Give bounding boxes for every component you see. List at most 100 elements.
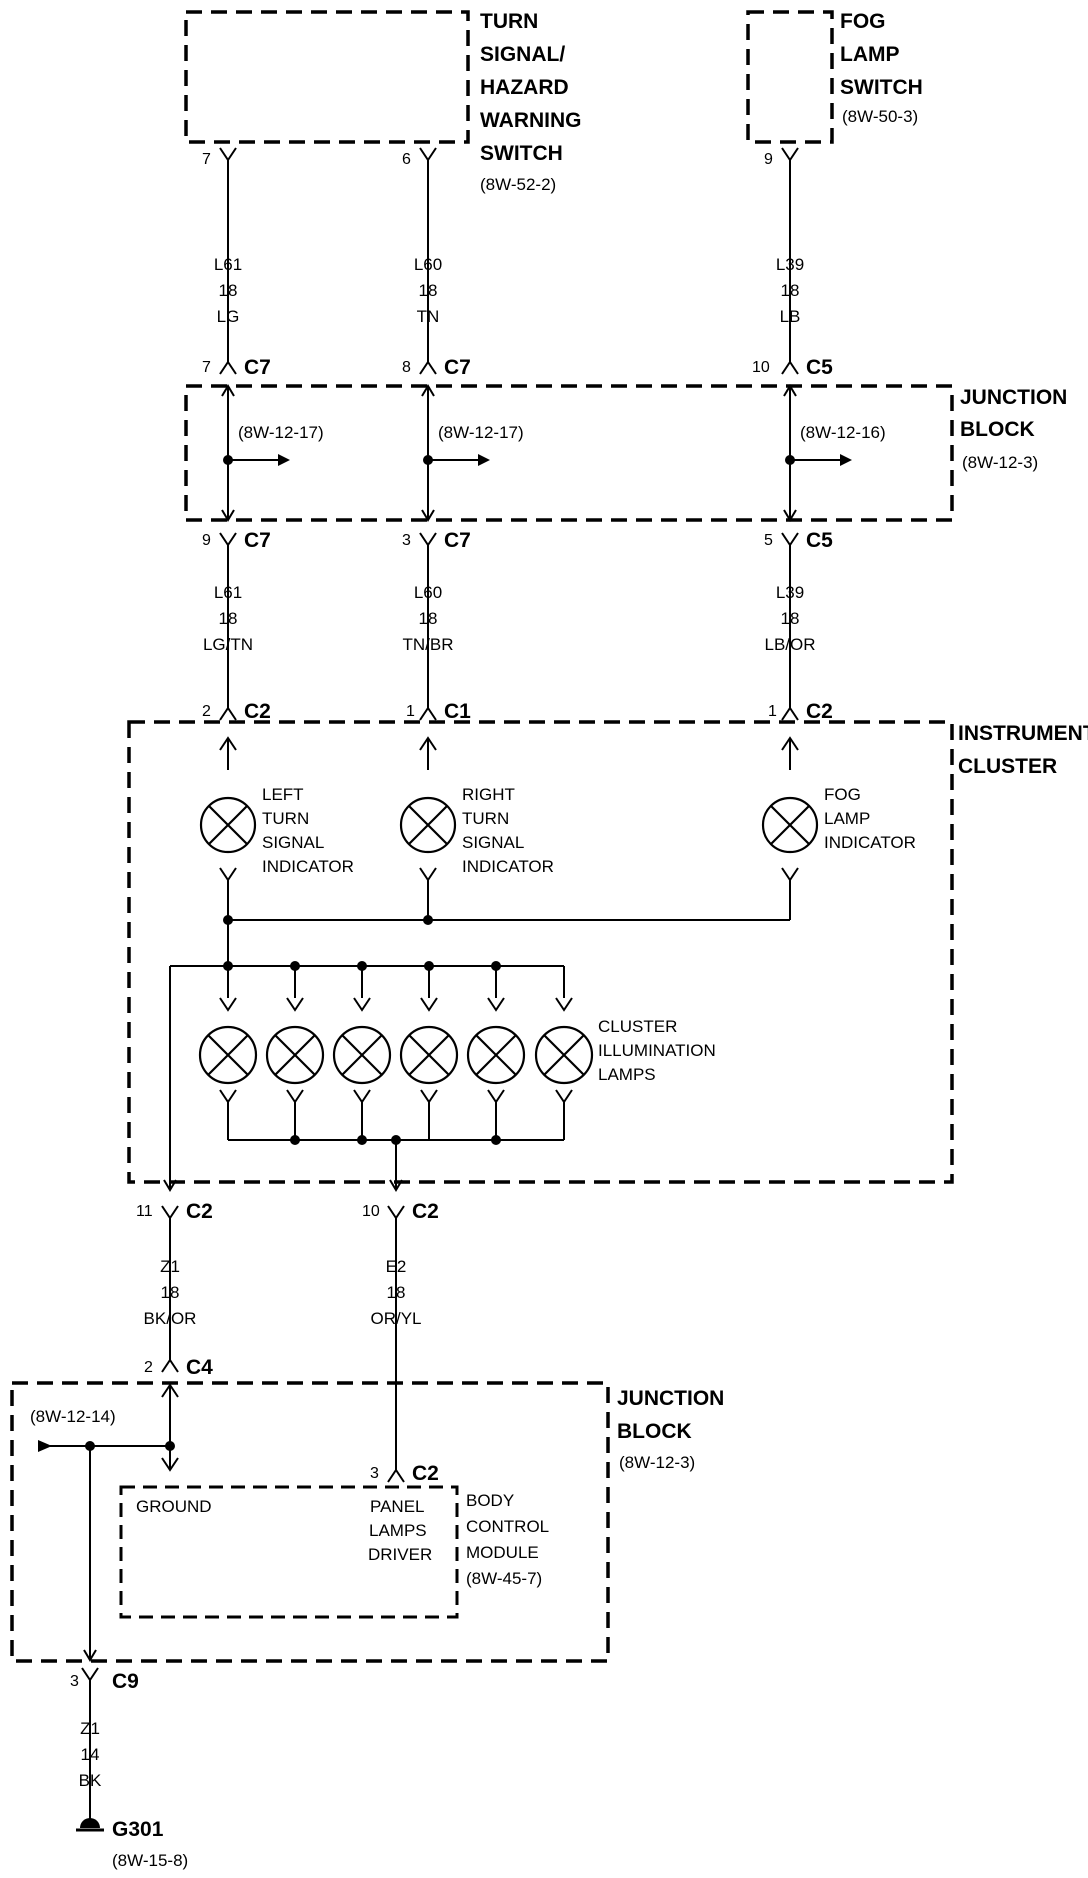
svg-text:18: 18	[387, 1283, 406, 1302]
svg-text:L39: L39	[776, 583, 804, 602]
svg-text:3: 3	[402, 532, 411, 549]
svg-text:3: 3	[70, 1673, 79, 1690]
connector-labels: 7 6 9 7 C7 8 C7 10 C5 9 C7 3 C7 5 C5 2 C…	[70, 151, 833, 1693]
svg-text:Z1: Z1	[80, 1719, 100, 1738]
svg-text:SIGNAL: SIGNAL	[262, 833, 324, 852]
svg-text:LG/TN: LG/TN	[203, 635, 253, 654]
illumination-lamp-1	[198, 1025, 258, 1085]
svg-text:INDICATOR: INDICATOR	[824, 833, 916, 852]
svg-text:PANEL: PANEL	[370, 1497, 425, 1516]
svg-text:RIGHT: RIGHT	[462, 785, 515, 804]
svg-text:SWITCH: SWITCH	[840, 76, 923, 99]
svg-text:1: 1	[406, 703, 415, 720]
svg-text:CLUSTER: CLUSTER	[598, 1017, 677, 1036]
svg-text:C7: C7	[244, 529, 271, 552]
svg-text:C7: C7	[444, 529, 471, 552]
svg-text:WARNING: WARNING	[480, 109, 582, 132]
svg-text:18: 18	[419, 281, 438, 300]
left-turn-indicator-label: LEFT TURN SIGNAL INDICATOR	[262, 785, 354, 876]
body-control-module-box	[119, 1485, 459, 1619]
svg-text:BLOCK: BLOCK	[617, 1420, 692, 1443]
svg-text:BLOCK: BLOCK	[960, 418, 1035, 441]
svg-text:(8W-52-2): (8W-52-2)	[480, 175, 556, 194]
ground-g301: G301 (8W-15-8)	[76, 1818, 188, 1870]
svg-text:INDICATOR: INDICATOR	[262, 857, 354, 876]
flow-arrows	[38, 384, 852, 1662]
svg-text:2: 2	[202, 703, 211, 720]
svg-text:(8W-12-3): (8W-12-3)	[619, 1453, 695, 1472]
svg-text:DRIVER: DRIVER	[368, 1545, 432, 1564]
svg-text:G301: G301	[112, 1818, 164, 1841]
svg-text:L61: L61	[214, 583, 242, 602]
turn-signal-switch-label: TURN SIGNAL/ HAZARD WARNING SWITCH (8W-5…	[480, 10, 582, 194]
svg-text:LB: LB	[780, 307, 801, 326]
junction-block-top-label: JUNCTION BLOCK (8W-12-3)	[960, 386, 1067, 472]
svg-text:(8W-12-14): (8W-12-14)	[30, 1407, 116, 1426]
svg-text:INDICATOR: INDICATOR	[462, 857, 554, 876]
fog-lamp-indicator-lamp	[761, 796, 819, 854]
svg-text:CONTROL: CONTROL	[466, 1517, 549, 1536]
svg-text:C2: C2	[806, 700, 833, 723]
splice-dots	[85, 455, 795, 1451]
svg-text:C2: C2	[412, 1200, 439, 1223]
svg-text:TURN: TURN	[262, 809, 309, 828]
svg-text:LAMP: LAMP	[840, 43, 900, 66]
svg-text:5: 5	[764, 532, 773, 549]
svg-text:C2: C2	[244, 700, 271, 723]
svg-text:C2: C2	[412, 1462, 439, 1485]
svg-text:L39: L39	[776, 255, 804, 274]
right-turn-indicator-lamp	[399, 796, 457, 854]
svg-text:9: 9	[202, 532, 211, 549]
svg-text:(8W-12-17): (8W-12-17)	[438, 423, 524, 442]
svg-text:TURN: TURN	[480, 10, 538, 33]
svg-text:INSTRUMENT: INSTRUMENT	[958, 722, 1088, 745]
illumination-lamp-3	[332, 1025, 392, 1085]
svg-text:7: 7	[202, 151, 211, 168]
svg-text:10: 10	[362, 1203, 380, 1220]
illumination-lamp-4	[399, 1025, 459, 1085]
svg-text:C7: C7	[244, 356, 271, 379]
svg-text:SIGNAL: SIGNAL	[462, 833, 524, 852]
svg-text:11: 11	[136, 1203, 153, 1220]
svg-text:LAMP: LAMP	[824, 809, 870, 828]
svg-text:L61: L61	[214, 255, 242, 274]
instrument-cluster-label: INSTRUMENT CLUSTER	[958, 722, 1088, 778]
svg-text:FOG: FOG	[840, 10, 886, 33]
svg-text:18: 18	[781, 609, 800, 628]
svg-text:6: 6	[402, 151, 411, 168]
svg-text:LAMPS: LAMPS	[369, 1521, 427, 1540]
svg-text:HAZARD: HAZARD	[480, 76, 569, 99]
wire-lines	[50, 160, 791, 1822]
svg-text:BODY: BODY	[466, 1491, 514, 1510]
svg-text:SIGNAL/: SIGNAL/	[480, 43, 565, 66]
svg-text:LB/OR: LB/OR	[764, 635, 815, 654]
body-control-module-label: BODY CONTROL MODULE (8W-45-7)	[466, 1491, 549, 1588]
instrument-cluster-box	[127, 720, 954, 1184]
cluster-illumination-label: CLUSTER ILLUMINATION LAMPS	[598, 1017, 716, 1084]
svg-text:L60: L60	[414, 255, 442, 274]
svg-text:C5: C5	[806, 529, 833, 552]
connector-symbols	[81, 147, 799, 1682]
svg-text:L60: L60	[414, 583, 442, 602]
svg-text:18: 18	[219, 281, 238, 300]
fog-lamp-indicator-label: FOG LAMP INDICATOR	[824, 785, 916, 852]
svg-text:C2: C2	[186, 1200, 213, 1223]
svg-text:ILLUMINATION: ILLUMINATION	[598, 1041, 716, 1060]
svg-text:OR/YL: OR/YL	[370, 1309, 421, 1328]
svg-text:MODULE: MODULE	[466, 1543, 539, 1562]
fog-lamp-switch-label: FOG LAMP SWITCH (8W-50-3)	[840, 10, 923, 126]
illumination-lamp-2	[265, 1025, 325, 1085]
left-turn-indicator-lamp	[199, 796, 257, 854]
svg-text:E2: E2	[386, 1257, 407, 1276]
svg-text:10: 10	[752, 359, 770, 376]
svg-text:14: 14	[81, 1745, 100, 1764]
svg-text:(8W-50-3): (8W-50-3)	[842, 107, 918, 126]
svg-text:BK/OR: BK/OR	[144, 1309, 197, 1328]
svg-text:(8W-12-3): (8W-12-3)	[962, 453, 1038, 472]
svg-text:9: 9	[764, 151, 773, 168]
svg-text:C4: C4	[186, 1356, 213, 1379]
svg-text:18: 18	[419, 609, 438, 628]
svg-text:2: 2	[144, 1359, 153, 1376]
svg-text:C9: C9	[112, 1670, 139, 1693]
svg-text:(8W-12-16): (8W-12-16)	[800, 423, 886, 442]
